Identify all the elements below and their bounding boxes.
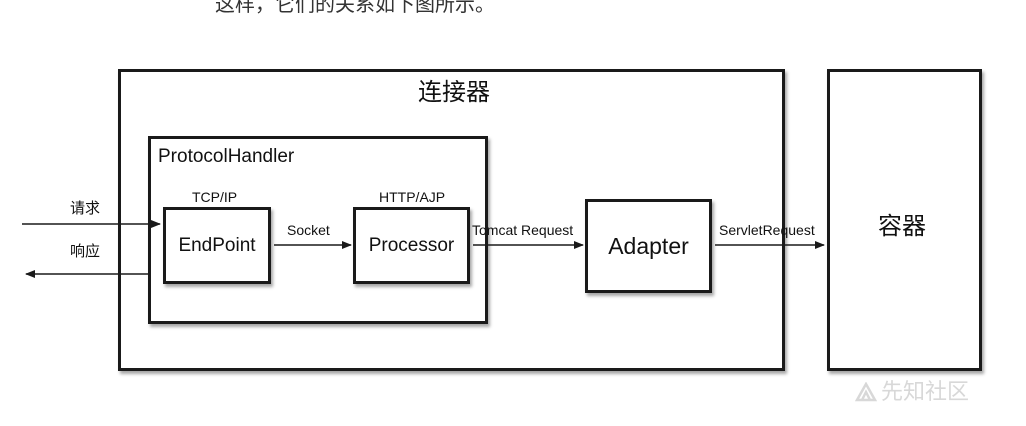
endpoint-protocol-label: TCP/IP <box>192 189 238 205</box>
processor-protocol-label: HTTP/AJP <box>379 189 446 205</box>
connector-title: 连接器 <box>418 78 490 106</box>
container-box <box>827 69 982 371</box>
watermark-text: 先知社区 <box>881 380 970 405</box>
tomcat-request-label: Tomcat Request <box>472 222 574 238</box>
watermark: 先知社区 <box>854 374 970 406</box>
socket-label: Socket <box>287 222 330 238</box>
container-label: 容器 <box>878 212 926 240</box>
processor-box: Processor <box>353 207 470 284</box>
endpoint-box: EndPoint <box>163 207 271 284</box>
intro-text: 这样，它们的关系如下图所示。 <box>215 0 495 16</box>
servlet-request-label: ServletRequest <box>719 222 815 238</box>
adapter-box: Adapter <box>585 199 712 293</box>
watermark-logo-icon <box>854 381 878 402</box>
response-label: 响应 <box>70 242 101 260</box>
adapter-label: Adapter <box>608 232 689 259</box>
request-label: 请求 <box>70 199 101 217</box>
protocol-handler-title: ProtocolHandler <box>158 146 295 167</box>
processor-label: Processor <box>368 234 455 256</box>
endpoint-label: EndPoint <box>178 234 256 256</box>
